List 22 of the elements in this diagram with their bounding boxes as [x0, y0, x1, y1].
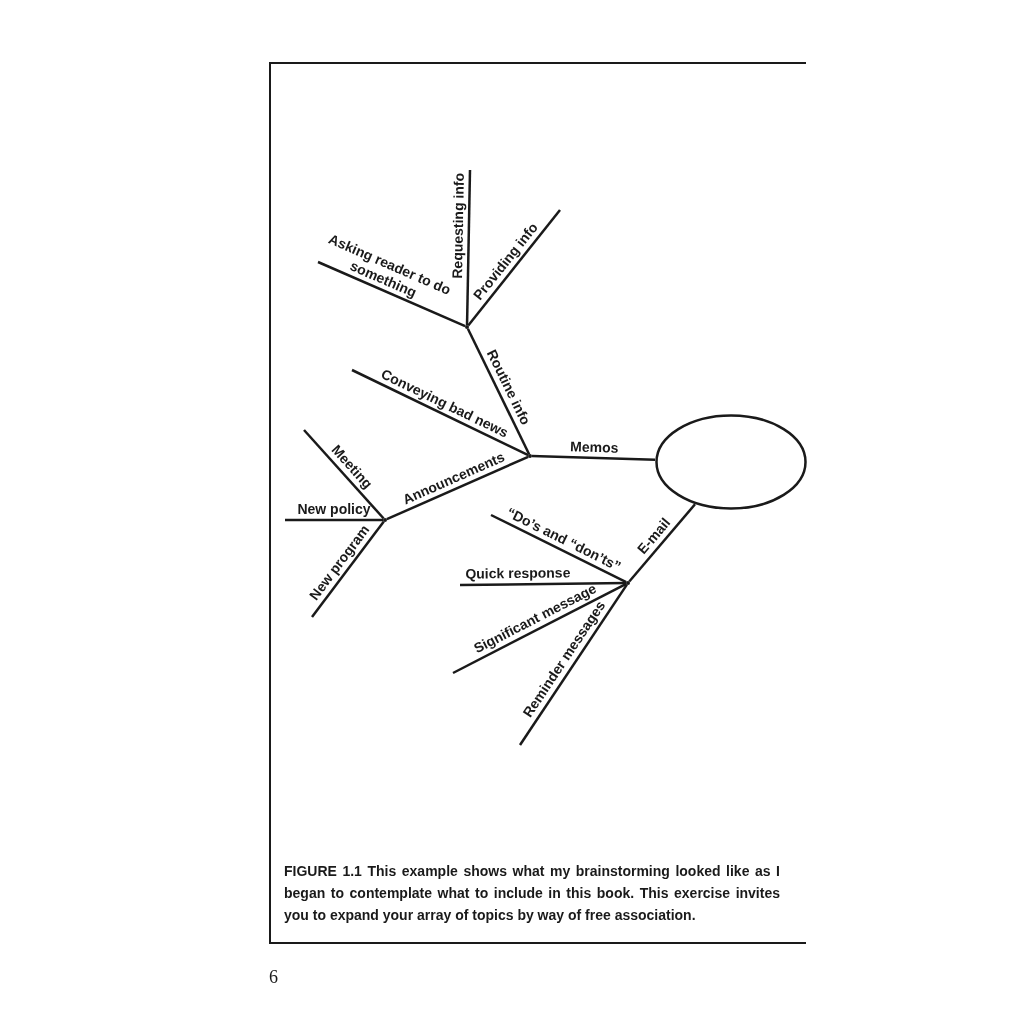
- branch-line: [465, 169, 472, 326]
- branch-line: [452, 582, 627, 675]
- edge-label: Quick response: [465, 564, 571, 584]
- branch-line: [467, 209, 561, 327]
- branch-line: [303, 429, 385, 520]
- page-number: 6: [269, 966, 278, 989]
- branch-line: [466, 328, 531, 455]
- branch-line: [628, 503, 696, 583]
- branch-line: [518, 583, 628, 746]
- branch-line: [386, 455, 529, 521]
- edge-label: Requesting info: [448, 172, 468, 279]
- branch-line: [460, 581, 626, 587]
- branch-line: [531, 454, 656, 461]
- topic-ellipse: [655, 414, 807, 510]
- figure-caption: FIGURE 1.1 This example shows what my brainstorming looked like as I began to contemplate what to include in this book. This exercise invites you to expand your array of topics by way of free association.: [284, 862, 780, 925]
- branch-line: [490, 513, 627, 584]
- branch-line: [317, 260, 466, 328]
- branch-line: [285, 518, 383, 522]
- edge-label: New policy: [297, 501, 371, 519]
- branch-line: [351, 368, 529, 457]
- branch-line: [311, 520, 385, 618]
- edge-label: Memos: [569, 438, 619, 458]
